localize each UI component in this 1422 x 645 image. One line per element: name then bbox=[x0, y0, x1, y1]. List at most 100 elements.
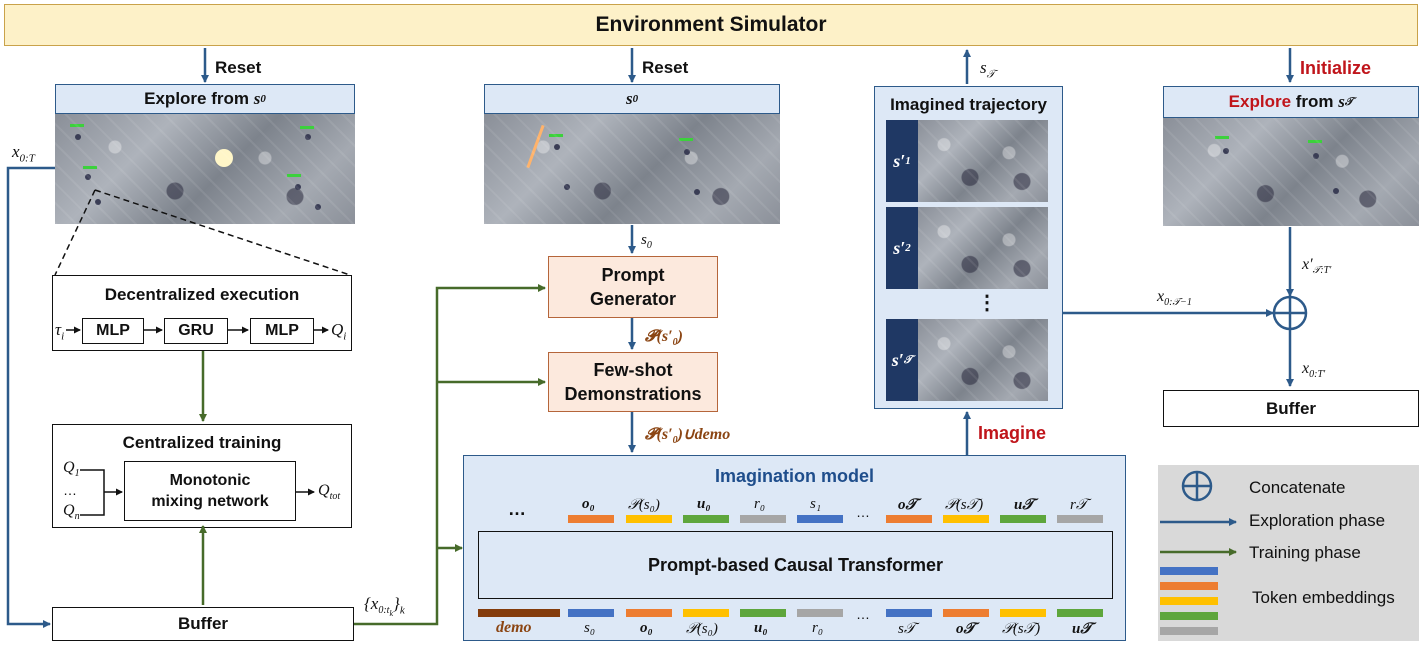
bottom-token-9: 𝒫(s𝒯) bbox=[1002, 621, 1041, 637]
x0-T-minus1-label: x0:𝒯−1 bbox=[1157, 288, 1192, 309]
legend-token-blue bbox=[1160, 567, 1218, 575]
imagine-label: Imagine bbox=[978, 423, 1047, 443]
q1-label: Q1 bbox=[63, 459, 80, 480]
sT-up-label: s𝒯 bbox=[980, 58, 996, 81]
explore-sT-screenshot bbox=[1163, 118, 1419, 226]
bottom-token-8: o𝒯 bbox=[956, 621, 975, 637]
traj-label-1: s′1 bbox=[886, 120, 918, 202]
legend-token-gray bbox=[1160, 627, 1218, 635]
tau-label: τi bbox=[55, 320, 65, 343]
top-token-4: r₀ bbox=[754, 496, 766, 512]
traj-label-3: s′𝒯 bbox=[886, 319, 918, 401]
bottom-bar-u0 bbox=[740, 609, 786, 617]
bottom-bar-demo bbox=[478, 609, 560, 617]
top-token-2: 𝒫(s₀) bbox=[628, 497, 660, 513]
x0T-label: x0:T bbox=[12, 142, 35, 165]
P-s0-label: 𝓟(s′0) bbox=[645, 328, 683, 349]
traj-shot-2 bbox=[918, 207, 1048, 289]
mlp2-box: MLP bbox=[250, 318, 314, 344]
bottom-bar-r0 bbox=[797, 609, 843, 617]
legend-token-green bbox=[1160, 612, 1218, 620]
qn-label: Qn bbox=[63, 502, 80, 523]
bottom-bar-P0 bbox=[683, 609, 729, 617]
top-token-8: 𝒫(s𝒯) bbox=[945, 497, 984, 513]
legend-concatenate: Concatenate bbox=[1249, 478, 1346, 497]
top-token-6: … bbox=[856, 504, 870, 520]
q-dots: … bbox=[63, 482, 77, 498]
traj-label-2: s′2 bbox=[886, 207, 918, 289]
bottom-bar-uT bbox=[1057, 609, 1103, 617]
top-bar-r0 bbox=[740, 515, 786, 523]
bottom-token-2: o₀ bbox=[640, 620, 653, 636]
bottom-token-7: s𝒯 bbox=[898, 621, 916, 637]
centralized-title: Centralized training bbox=[122, 433, 282, 452]
bottom-bar-sT bbox=[886, 609, 932, 617]
top-token-3: u₀ bbox=[697, 496, 711, 512]
top-bar-rT bbox=[1057, 515, 1103, 523]
gru-box: GRU bbox=[164, 318, 228, 344]
s0-small-label: s0 bbox=[641, 232, 652, 251]
qi-label: Qi bbox=[331, 320, 347, 343]
top-bar-oT bbox=[886, 515, 932, 523]
top-token-9: u𝒯 bbox=[1014, 497, 1034, 513]
zoom-line-left bbox=[54, 189, 96, 276]
bottom-token-10: u𝒯 bbox=[1072, 621, 1092, 637]
legend-token-orange bbox=[1160, 582, 1218, 590]
legend-exploration: Exploration phase bbox=[1249, 511, 1386, 530]
decentralized-title: Decentralized execution bbox=[104, 285, 300, 304]
buffer-right: Buffer bbox=[1163, 390, 1419, 427]
imagination-title: Imagination model bbox=[714, 466, 874, 486]
bottom-token-3: 𝒫(s₀) bbox=[686, 621, 718, 637]
bottom-token-1: s₀ bbox=[584, 620, 596, 636]
causal-transformer-box: Prompt-based Causal Transformer bbox=[478, 531, 1113, 599]
traj-shot-1 bbox=[918, 120, 1048, 202]
traj-shot-3 bbox=[918, 319, 1048, 401]
explore-s0-screenshot bbox=[55, 114, 355, 224]
x0-Tprime-label: x0:T′ bbox=[1302, 360, 1326, 381]
zoom-line-right bbox=[94, 189, 351, 276]
arrow-buffer-right bbox=[354, 284, 546, 626]
bottom-bar-s0 bbox=[568, 609, 614, 617]
bottom-bar-o0 bbox=[626, 609, 672, 617]
reset-mid-label: Reset bbox=[642, 58, 689, 77]
environment-simulator: Environment Simulator bbox=[4, 4, 1418, 46]
bottom-token-5: r₀ bbox=[812, 620, 824, 636]
x-prime-label: x′𝒯:T′ bbox=[1302, 256, 1332, 277]
initialize-label: Initialize bbox=[1300, 58, 1372, 78]
arrow-x0T-buffer bbox=[6, 166, 55, 628]
imagined-title: Imagined trajectory bbox=[890, 95, 1047, 114]
top-token-1: o₀ bbox=[582, 496, 595, 512]
top-bar-uT bbox=[1000, 515, 1046, 523]
qtot-label: Qtot bbox=[318, 482, 341, 503]
traj-dots: ⋮ bbox=[977, 292, 997, 314]
bottom-token-0: demo bbox=[496, 619, 532, 636]
top-token-0: … bbox=[508, 499, 526, 519]
top-token-5: s₁ bbox=[810, 496, 822, 512]
buffer-set-label: {x0:tk}k bbox=[364, 594, 405, 619]
legend-training: Training phase bbox=[1249, 543, 1361, 562]
top-bar-s1 bbox=[797, 515, 843, 523]
mlp1-box: MLP bbox=[82, 318, 144, 344]
prompt-generator-box: Prompt Generator bbox=[548, 256, 718, 318]
P-s0-demo-label: 𝓟(s′0)∪demo bbox=[645, 426, 731, 447]
mixing-network-box: Monotonic mixing network bbox=[124, 461, 296, 521]
s0-screenshot bbox=[484, 114, 780, 224]
legend-tokens: Token embeddings bbox=[1252, 588, 1395, 607]
legend-token-yellow bbox=[1160, 597, 1218, 605]
top-token-7: o𝒯 bbox=[898, 497, 917, 513]
top-token-10: r𝒯 bbox=[1070, 497, 1088, 513]
bottom-bar-PT bbox=[1000, 609, 1046, 617]
buffer-left: Buffer bbox=[52, 607, 354, 641]
top-bar-PT bbox=[943, 515, 989, 523]
top-bar-P0 bbox=[626, 515, 672, 523]
bottom-bar-oT bbox=[943, 609, 989, 617]
reset-left-label: Reset bbox=[215, 58, 262, 77]
env-title: Environment Simulator bbox=[595, 13, 827, 36]
top-bar-u0 bbox=[683, 515, 729, 523]
fewshot-demonstrations-box: Few-shot Demonstrations bbox=[548, 352, 718, 412]
